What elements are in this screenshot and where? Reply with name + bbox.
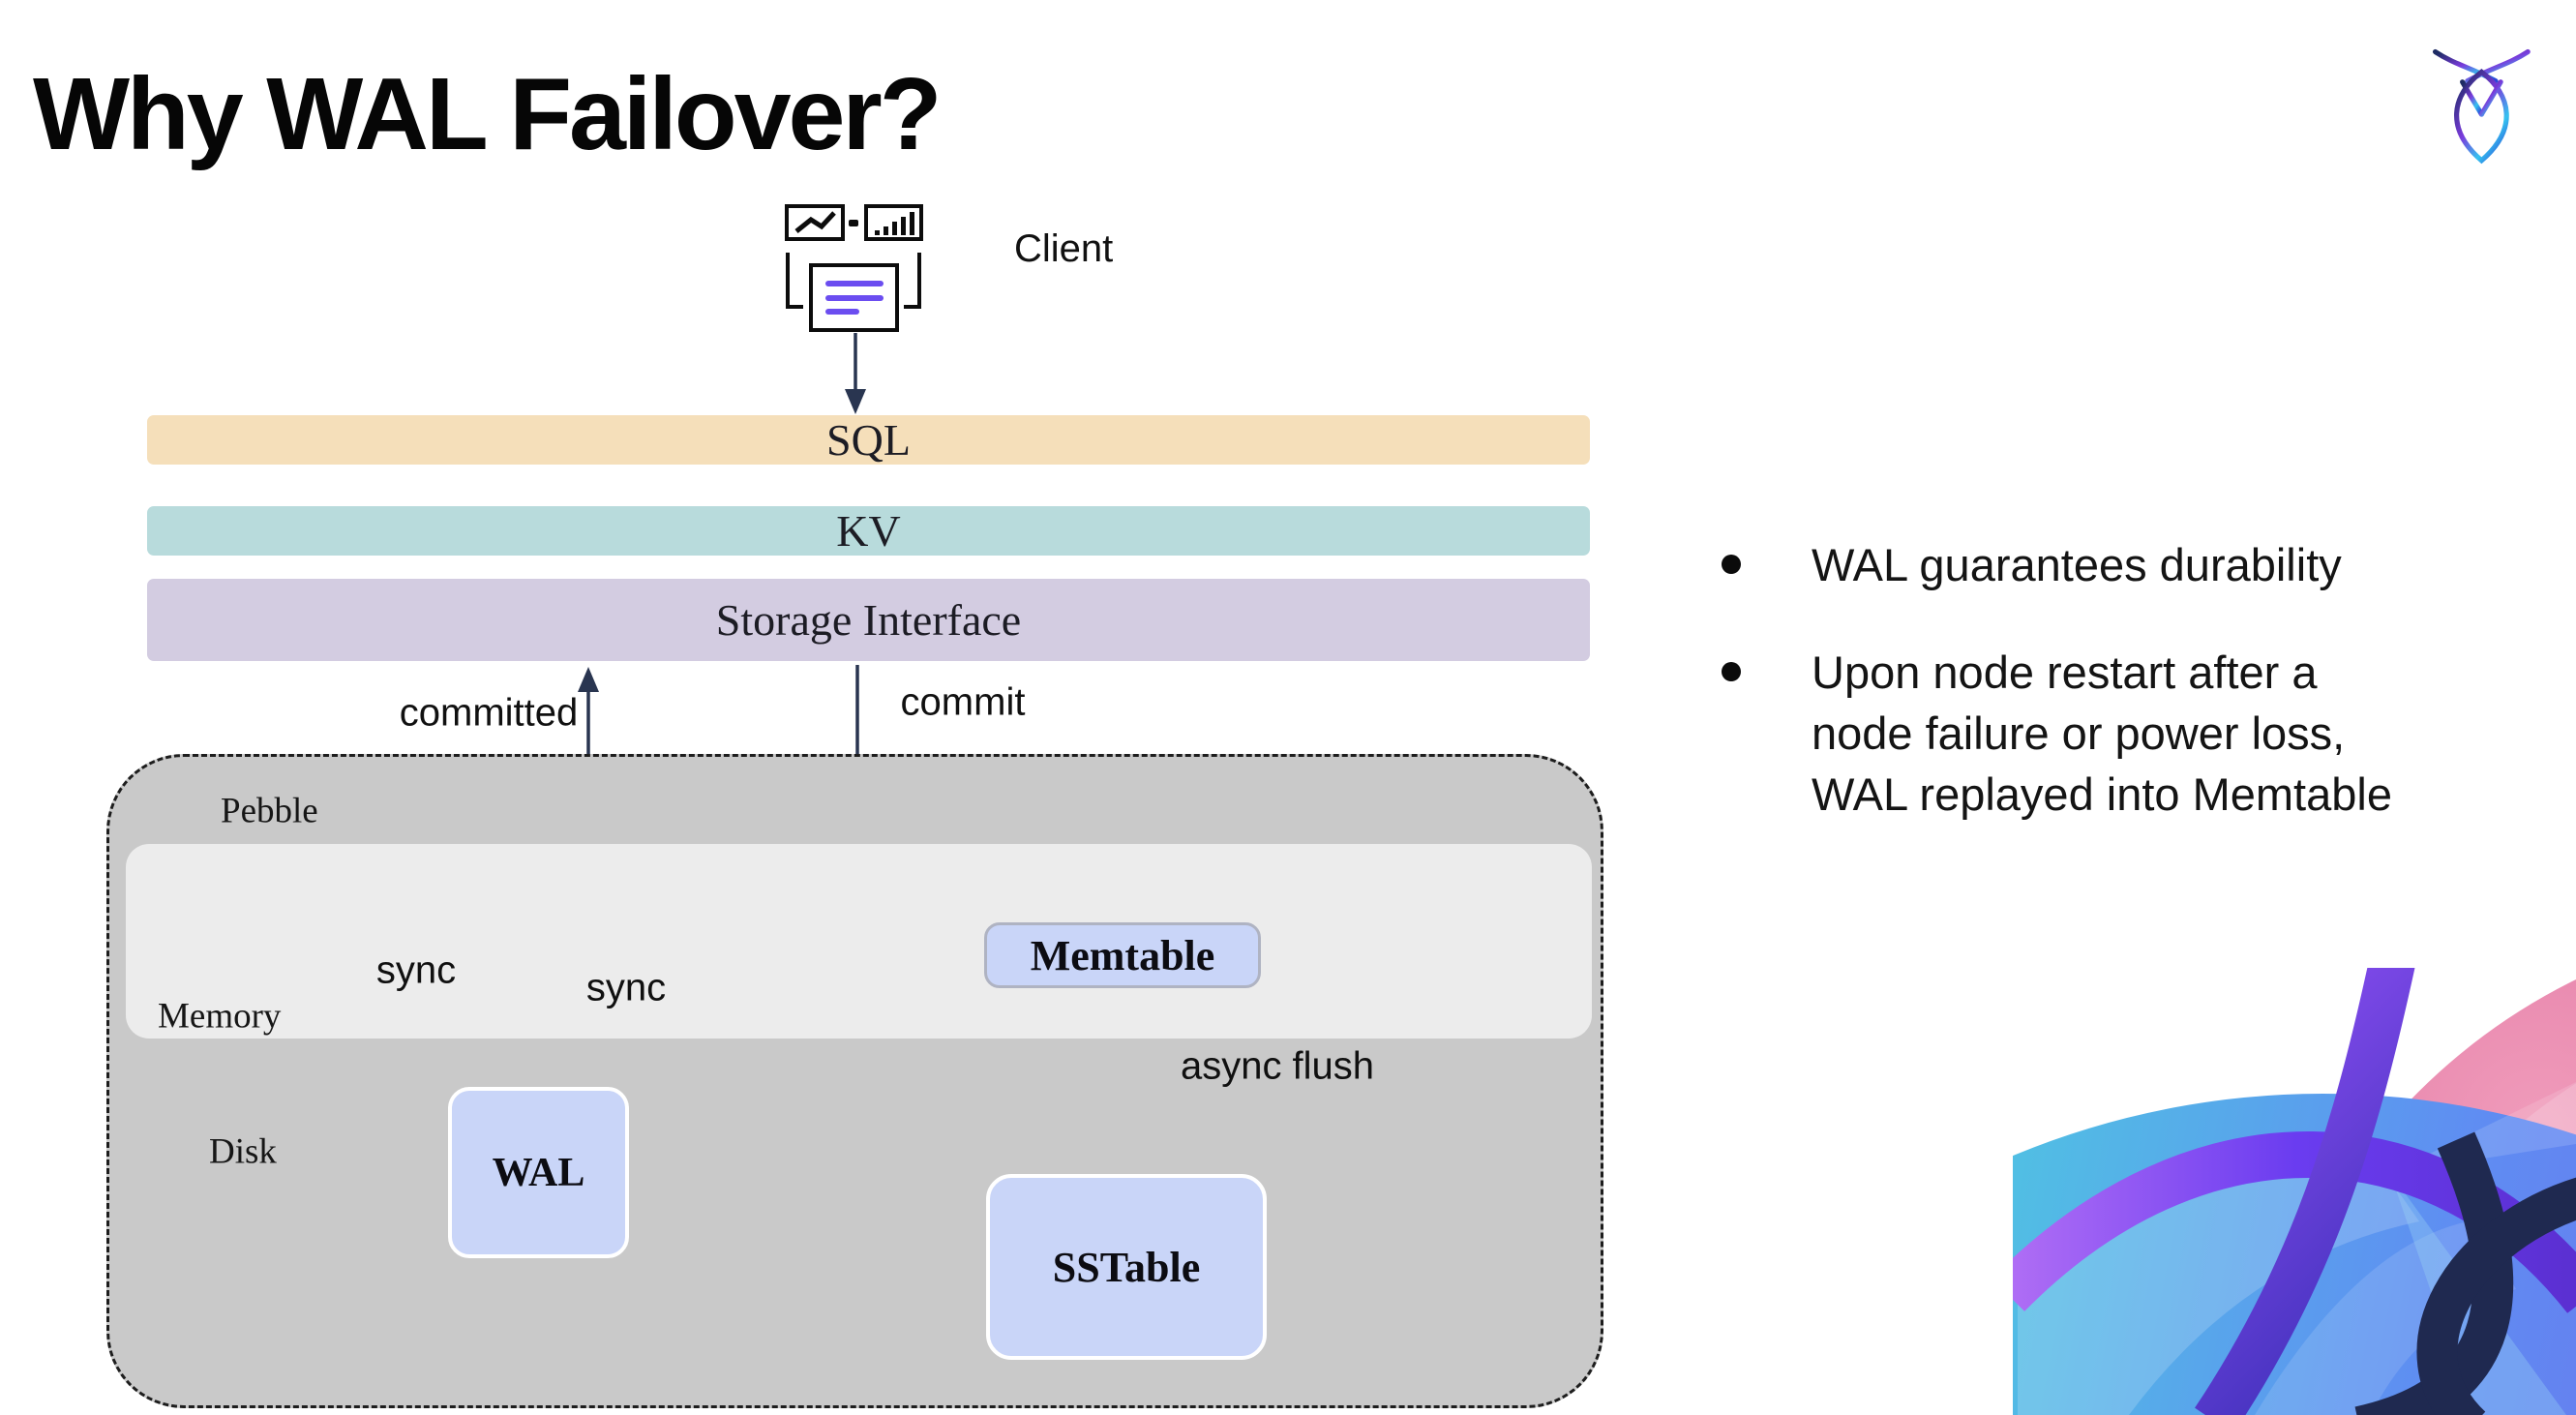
bar-chart-icon (864, 204, 923, 241)
list-item: Upon node restart after a node failure o… (1703, 642, 2419, 825)
layer-bar-storage-interface: Storage Interface (147, 579, 1590, 661)
dash-connector (849, 220, 858, 226)
node-wal-label: WAL (492, 1150, 585, 1195)
bracket-right-icon (904, 253, 921, 309)
memory-band (126, 844, 1592, 1039)
cockroachdb-logo-icon (2421, 39, 2547, 165)
edge-label-sync-right: sync (585, 966, 667, 1009)
memory-label: Memory (158, 996, 282, 1037)
node-memtable-label: Memtable (1030, 931, 1215, 979)
bullet-dot-icon (1722, 555, 1741, 574)
edge-label-async-flush: async flush (1180, 1044, 1375, 1088)
disk-label: Disk (209, 1131, 277, 1172)
pebble-label: Pebble (221, 791, 318, 831)
layer-bar-sql-label: SQL (826, 415, 911, 465)
layer-bar-kv-label: KV (836, 506, 901, 556)
node-wal: WAL (448, 1087, 629, 1258)
bullet-text: Upon node restart after a node failure o… (1812, 647, 2392, 820)
edge-label-committed: committed (399, 691, 579, 735)
client-label: Client (1014, 227, 1114, 270)
layer-bar-kv: KV (147, 506, 1590, 556)
edge-label-sync-left: sync (375, 948, 457, 992)
layer-bar-sql: SQL (147, 415, 1590, 465)
node-memtable: Memtable (984, 922, 1261, 988)
line-chart-icon (785, 204, 845, 241)
edge-label-commit: commit (900, 680, 1026, 724)
cockroachdb-logo-art (2013, 968, 2576, 1415)
bracket-left-icon (786, 253, 803, 309)
document-icon (809, 263, 899, 332)
node-sstable-label: SSTable (1052, 1243, 1201, 1291)
node-sstable: SSTable (986, 1174, 1267, 1360)
list-item: WAL guarantees durability (1703, 534, 2419, 595)
bullet-text: WAL guarantees durability (1812, 539, 2342, 590)
bullet-dot-icon (1722, 662, 1741, 681)
layer-bar-storage-interface-label: Storage Interface (715, 595, 1022, 645)
page-title: Why WAL Failover? (33, 57, 942, 171)
bullet-list: WAL guarantees durability Upon node rest… (1703, 534, 2419, 825)
